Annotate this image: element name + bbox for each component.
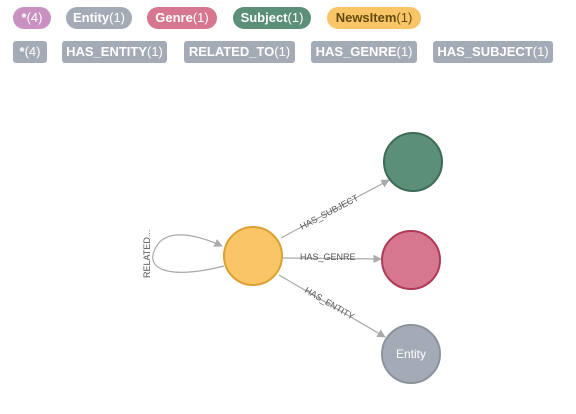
label-pill-entity[interactable]: Entity(1): [66, 7, 132, 29]
rel-tag-count: (1): [274, 44, 291, 59]
rel-tag-has-subject[interactable]: HAS_SUBJECT(1): [433, 41, 553, 63]
label-pill-count: (1): [287, 10, 304, 25]
label-pill-name: Subject: [240, 10, 288, 25]
rel-tag-name: HAS_GENRE: [315, 44, 397, 59]
label-pill-all[interactable]: *(4): [13, 7, 51, 29]
rel-tag-name: HAS_ENTITY: [66, 44, 147, 59]
rel-tag-related-to[interactable]: RELATED_TO(1): [184, 41, 295, 63]
label-pill-name: Entity: [72, 10, 110, 25]
label-pill-newsitem[interactable]: NewsItem(1): [327, 7, 421, 29]
node-genre[interactable]: [381, 230, 441, 290]
edge-related-to[interactable]: [152, 234, 225, 273]
label-pill-subject[interactable]: Subject(1): [233, 7, 311, 29]
rel-tag-has-entity[interactable]: HAS_ENTITY(1): [62, 41, 167, 63]
edge-has-entity[interactable]: [278, 274, 386, 338]
node-caption-entity: Entity: [396, 347, 426, 361]
rel-tag-has-genre[interactable]: HAS_GENRE(1): [311, 41, 417, 63]
rel-tag-count: (1): [147, 44, 163, 59]
label-pill-name: NewsItem: [335, 10, 397, 25]
rel-tag-name: *: [19, 44, 25, 59]
node-subject[interactable]: [383, 132, 443, 192]
label-pill-count: (1): [109, 10, 125, 25]
rel-tag-name: RELATED_TO: [188, 44, 275, 59]
rel-tag-count: (1): [532, 44, 549, 59]
edge-has-genre[interactable]: [282, 254, 382, 264]
label-pill-name: Genre: [155, 10, 193, 25]
edge-label-has-genre: HAS_GENRE: [300, 252, 356, 262]
label-pill-count: (1): [396, 10, 413, 25]
edge-label-related-to: RELATED...: [142, 230, 152, 278]
graph-canvas[interactable]: RELATED... HAS_SUBJECT HAS_GENRE HAS_ENT…: [0, 70, 576, 414]
label-pill-count: (4): [26, 10, 43, 25]
label-pill-count: (1): [192, 10, 209, 25]
rel-tag-name: HAS_SUBJECT: [437, 44, 533, 59]
edge-label-has-entity: HAS_ENTITY: [303, 285, 356, 321]
node-entity[interactable]: [381, 324, 441, 384]
edge-label-has-subject: HAS_SUBJECT: [298, 192, 360, 231]
rel-tag-count: (4): [24, 44, 41, 59]
edge-has-subject[interactable]: [280, 179, 390, 239]
node-newsitem[interactable]: [223, 226, 283, 286]
label-pill-name: *: [21, 10, 27, 25]
rel-tag-count: (1): [396, 44, 413, 59]
rel-tag-all[interactable]: *(4): [13, 41, 47, 63]
label-pill-genre[interactable]: Genre(1): [147, 7, 217, 29]
